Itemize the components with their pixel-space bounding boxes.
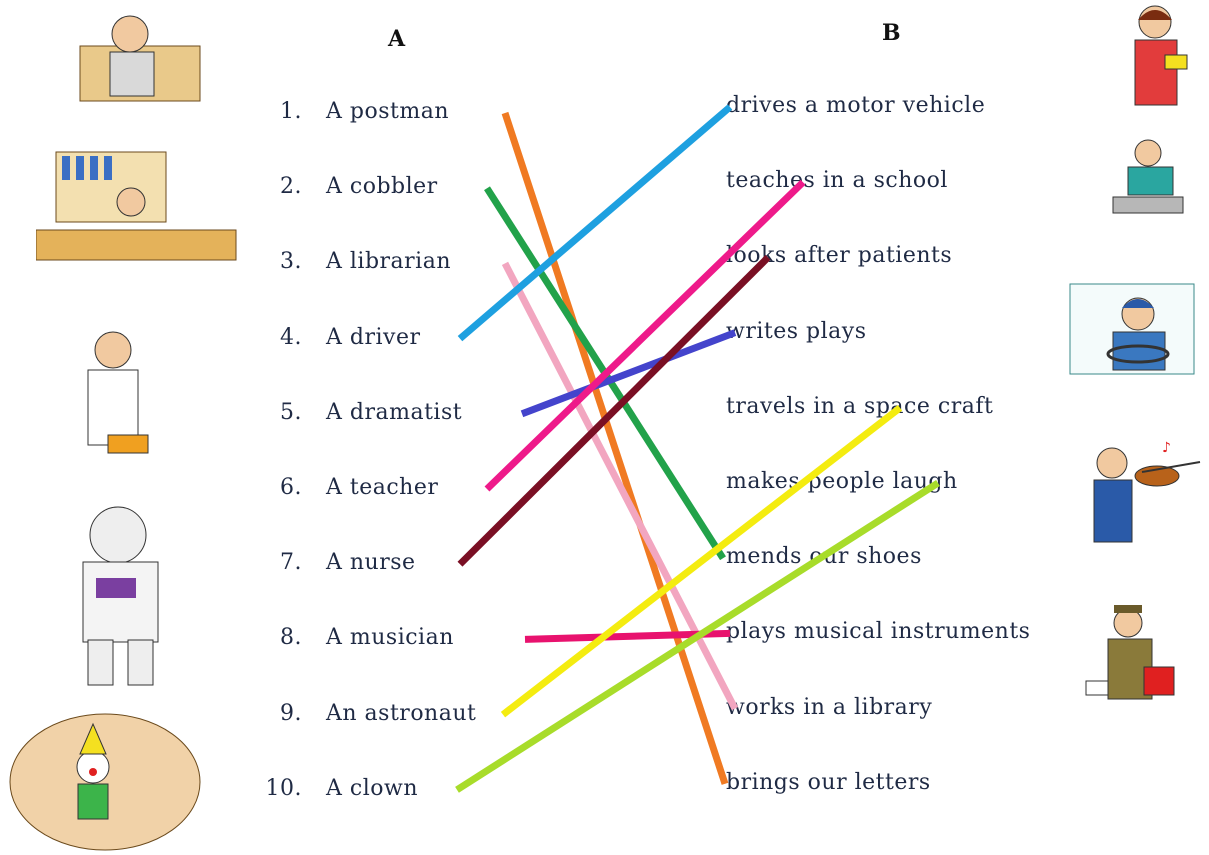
column-a-item: An astronaut bbox=[326, 700, 477, 726]
postman-with-bag-illustration bbox=[1085, 605, 1175, 700]
item-number: 9. bbox=[280, 700, 302, 726]
item-number: 2. bbox=[280, 174, 302, 200]
item-number: 3. bbox=[280, 249, 302, 275]
column-b-item: plays musical instruments bbox=[726, 619, 1031, 645]
clown-illustration bbox=[9, 713, 201, 851]
column-a-item: A postman bbox=[326, 99, 449, 124]
column-a-item: A librarian bbox=[326, 249, 452, 275]
cobbler-illustration bbox=[1112, 139, 1184, 214]
svg-text:♪: ♪ bbox=[1162, 440, 1171, 456]
item-number: 7. bbox=[280, 550, 302, 576]
nurse-illustration bbox=[87, 331, 149, 454]
astronaut-illustration bbox=[82, 506, 159, 686]
teacher-illustration bbox=[1134, 5, 1188, 106]
column-b-item: travels in a space craft bbox=[726, 393, 994, 419]
column-b-heading: B bbox=[882, 20, 901, 46]
column-a-item: A teacher bbox=[326, 475, 439, 500]
match-line bbox=[501, 111, 729, 785]
column-a-item: A clown bbox=[326, 775, 418, 801]
column-a-heading: A bbox=[388, 26, 406, 52]
column-b-item: makes people laugh bbox=[726, 469, 958, 494]
column-a-item: A driver bbox=[326, 324, 421, 350]
match-line bbox=[455, 480, 940, 793]
match-line bbox=[457, 104, 733, 342]
column-a-item: A nurse bbox=[326, 550, 416, 576]
column-a-item: A dramatist bbox=[326, 399, 463, 425]
item-number: 10. bbox=[265, 775, 302, 801]
item-number: 6. bbox=[280, 475, 302, 500]
driver-illustration bbox=[1069, 283, 1195, 375]
match-line bbox=[484, 179, 806, 492]
item-number: 5. bbox=[280, 399, 302, 425]
match-line bbox=[457, 254, 771, 567]
postman-at-desk-illustration bbox=[79, 15, 201, 102]
column-b-item: writes plays bbox=[726, 318, 867, 344]
musician-illustration: ♪ bbox=[1093, 440, 1201, 543]
column-b-item: teaches in a school bbox=[726, 168, 948, 194]
item-number: 4. bbox=[280, 324, 302, 350]
librarian-at-desk-illustration bbox=[36, 151, 237, 261]
column-b-item: drives a motor vehicle bbox=[726, 93, 986, 118]
column-a-item: A cobbler bbox=[326, 174, 438, 200]
item-number: 8. bbox=[280, 625, 302, 651]
match-line bbox=[500, 405, 903, 718]
column-a-item: A musician bbox=[326, 625, 454, 651]
column-b-item: brings our letters bbox=[726, 769, 931, 795]
match-line bbox=[520, 329, 737, 418]
item-number: 1. bbox=[280, 99, 302, 124]
column-b-item: works in a library bbox=[726, 694, 933, 720]
